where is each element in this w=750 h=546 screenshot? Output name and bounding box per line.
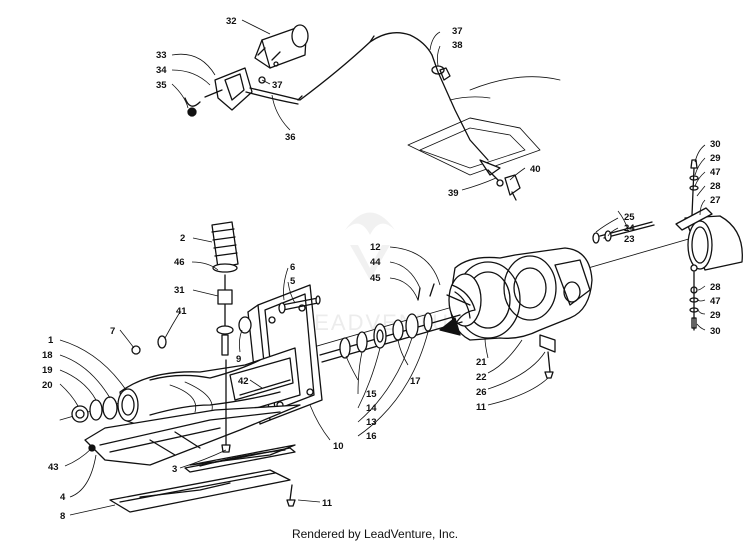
- bolt-5: [278, 295, 321, 314]
- callout-1: 1: [48, 335, 54, 346]
- callout-33: 33: [156, 50, 167, 61]
- callout-28-bottom: 28: [710, 282, 721, 293]
- callout-5: 5: [290, 276, 296, 287]
- callout-43: 43: [48, 462, 59, 473]
- callout-16: 16: [366, 431, 377, 442]
- drive-end-cap: [675, 159, 743, 331]
- callout-35: 35: [156, 80, 167, 91]
- callout-29-bottom: 29: [710, 310, 721, 321]
- callout-11-right: 11: [476, 402, 487, 413]
- callout-21: 21: [476, 357, 487, 368]
- callout-9: 9: [236, 354, 241, 365]
- callout-36: 36: [285, 132, 296, 143]
- callout-12: 12: [370, 242, 381, 253]
- drive-shaft: [319, 283, 463, 363]
- callout-6: 6: [290, 262, 295, 273]
- callout-13: 13: [366, 417, 377, 428]
- callout-32: 32: [226, 16, 237, 27]
- callout-30-top: 30: [710, 139, 721, 150]
- callout-40: 40: [530, 164, 541, 175]
- steering-boot: [211, 221, 239, 453]
- leader-lines: [59, 19, 706, 516]
- callout-labels: 32 33 34 35 37 37 38 36 39 40 30 29 47 2…: [42, 16, 721, 522]
- callout-8: 8: [60, 511, 65, 522]
- callout-37-left: 37: [272, 80, 283, 91]
- carburetor-linkage: [407, 54, 561, 201]
- callout-4: 4: [60, 492, 66, 503]
- callout-14: 14: [366, 403, 377, 414]
- callout-18: 18: [42, 350, 53, 361]
- callout-30-bottom: 30: [710, 326, 721, 337]
- ride-plate: [109, 444, 296, 513]
- callout-47-top: 47: [710, 167, 721, 178]
- intake-grate: [84, 404, 301, 466]
- washer-41: [131, 316, 252, 355]
- callout-34: 34: [156, 65, 167, 76]
- callout-22: 22: [476, 372, 487, 383]
- callout-17: 17: [410, 376, 421, 387]
- callout-39: 39: [448, 188, 459, 199]
- rendered-by-footer: Rendered by LeadVenture, Inc.: [291, 527, 459, 541]
- callout-29-top: 29: [710, 153, 721, 164]
- callout-15: 15: [366, 389, 377, 400]
- callout-25: 25: [624, 212, 635, 223]
- callout-28-top: 28: [710, 181, 721, 192]
- throttle-cable: [245, 32, 433, 105]
- nozzle-rings: [71, 396, 118, 423]
- callout-27: 27: [710, 195, 721, 206]
- callout-38: 38: [452, 40, 463, 51]
- callout-26: 26: [476, 387, 487, 398]
- callout-10: 10: [333, 441, 344, 452]
- callout-42: 42: [238, 376, 249, 387]
- callout-24: 24: [624, 223, 635, 234]
- throttle-lever-assembly: [184, 24, 309, 117]
- callout-3: 3: [172, 464, 177, 475]
- callout-7: 7: [110, 326, 115, 337]
- impeller: [439, 273, 482, 336]
- pump-venturi-body: [117, 347, 301, 427]
- callout-47-bottom: 47: [710, 296, 721, 307]
- callout-2: 2: [180, 233, 185, 244]
- callout-37-right: 37: [452, 26, 463, 37]
- callout-19: 19: [42, 365, 53, 376]
- callout-46: 46: [174, 257, 185, 268]
- callout-31: 31: [174, 285, 185, 296]
- callout-23: 23: [624, 234, 635, 245]
- callout-44: 44: [370, 257, 381, 268]
- callout-20: 20: [42, 380, 53, 391]
- callout-45: 45: [370, 273, 381, 284]
- callout-11-bottom: 11: [322, 498, 333, 509]
- callout-41: 41: [176, 306, 187, 317]
